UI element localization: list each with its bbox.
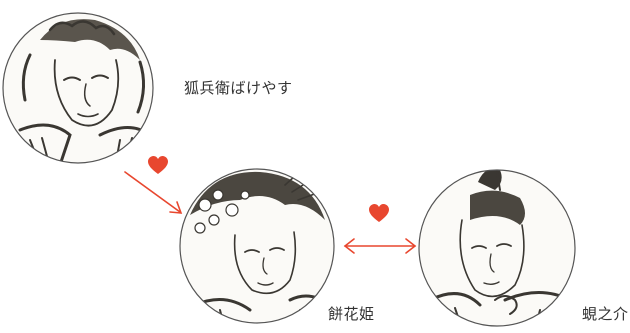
character-label-bakeyasu: 狐兵衛ばけやす	[184, 79, 293, 97]
arrow-one-way	[124, 171, 183, 214]
portrait-shijiminosuke	[418, 169, 576, 327]
character-label-shijiminosuke: 蜆之介	[582, 305, 629, 323]
portrait-mochibanahime	[179, 168, 335, 324]
arrow-two-way	[343, 238, 417, 254]
character-label-mochibanahime: 餅花姫	[328, 305, 375, 323]
portrait-bakeyasu	[2, 12, 154, 164]
heart-icon	[148, 156, 168, 174]
heart-icon	[369, 204, 389, 222]
